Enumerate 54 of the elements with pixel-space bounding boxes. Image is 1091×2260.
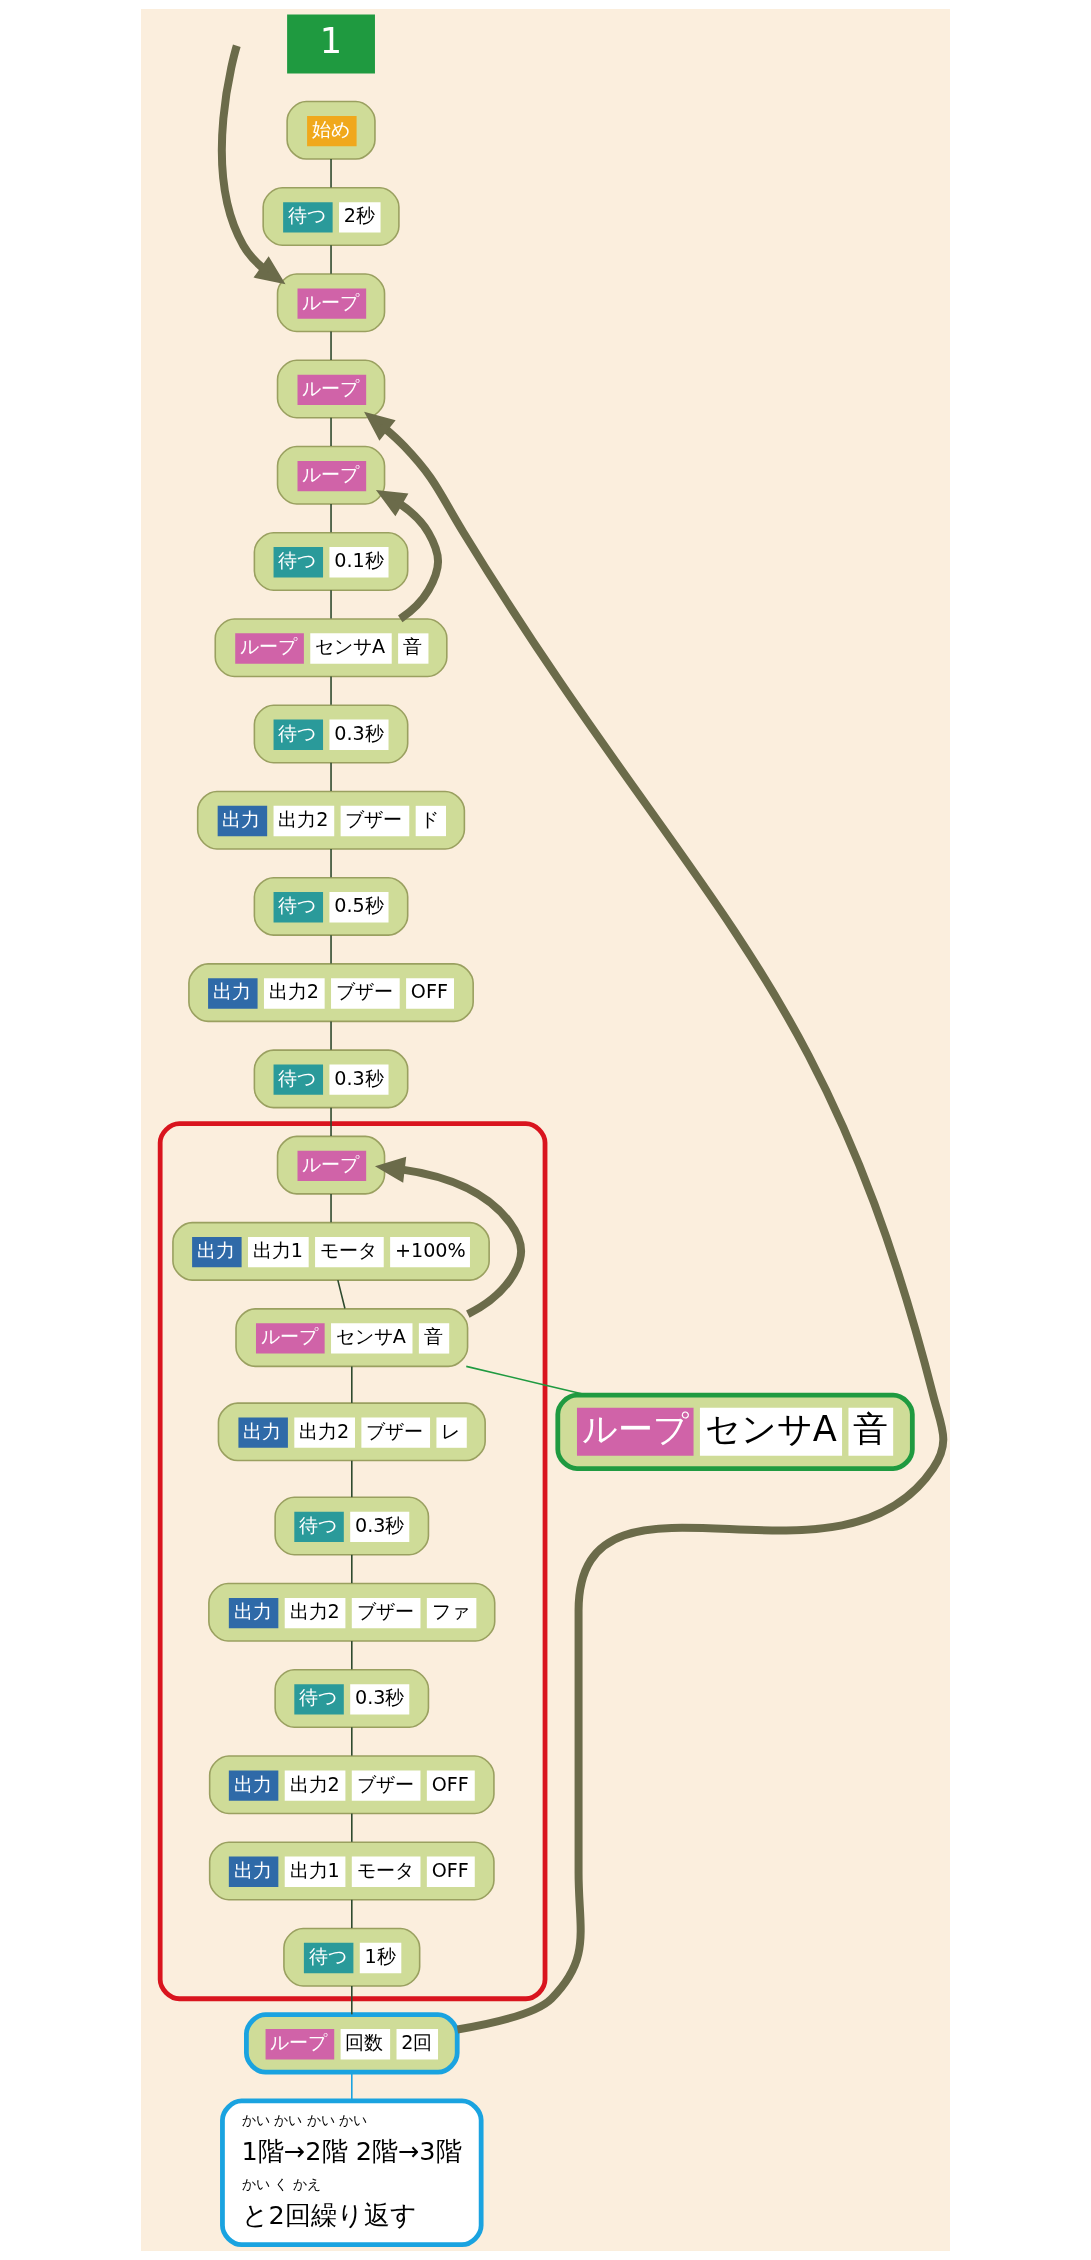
node-box: 始め [286, 100, 376, 160]
node-box: 出力 出力2 ブザー OFF [208, 1755, 495, 1815]
connector [351, 1726, 353, 1757]
connector [330, 330, 332, 361]
node-box: 待つ 1秒 [283, 1927, 421, 1987]
node-box: 待つ 2秒 [262, 187, 400, 247]
node-box: 待つ 0.3秒 [253, 704, 409, 764]
connector [330, 675, 332, 706]
node-box: ループ 回数 2回 [244, 2012, 460, 2075]
node-box: ループ センサA 音 [555, 1392, 915, 1471]
node-box: 待つ 0.5秒 [253, 876, 409, 936]
connector [351, 1365, 353, 1404]
node-box: 待つ 0.1秒 [253, 531, 409, 592]
connector [330, 761, 332, 792]
connector [337, 1279, 346, 1310]
node-box: 出力 出力2 ブザー レ [217, 1402, 486, 1462]
arrow [218, 44, 286, 285]
connector [351, 1899, 353, 1929]
node-box: 出力 出力2 ブザー ド [196, 790, 466, 850]
connector [330, 934, 332, 965]
connector [330, 1106, 332, 1137]
node-box: ループ [276, 359, 386, 419]
arrow [364, 411, 947, 2034]
arrow [375, 490, 442, 623]
connector [330, 503, 332, 534]
connector [330, 244, 332, 275]
connector [351, 1640, 353, 1671]
node-box: 待つ 0.3秒 [274, 1496, 430, 1556]
node-box: 出力 出力1 モータ OFF [208, 1841, 495, 1901]
node-box: 出力 出力1 モータ +100% [172, 1221, 490, 1281]
connector [330, 1020, 332, 1051]
connector [330, 589, 332, 620]
node-box: ループ [276, 1135, 386, 1195]
connector [330, 158, 332, 189]
connector [330, 1193, 332, 1224]
node-box: かい かい かい かい 1階→2階 2階→3階 かい く かえ と2回繰り返す [220, 2098, 484, 2248]
node-box: 出力 出力2 ブザー OFF [188, 963, 474, 1023]
connector [330, 848, 332, 879]
label: 1 [319, 20, 343, 62]
node-box: ループ [276, 445, 386, 505]
cluster [157, 1121, 548, 2002]
arrow [375, 1156, 526, 1318]
connector [351, 2071, 353, 2102]
connector [351, 1985, 353, 2016]
connector [351, 1459, 353, 1498]
node-box: ループ センサA 音 [235, 1308, 469, 1368]
node-box: 待つ 0.3秒 [253, 1049, 409, 1109]
connector [351, 1812, 353, 1843]
node-box: ループ [276, 273, 386, 333]
connector [330, 417, 332, 447]
node-box: ループ センサA 音 [214, 618, 448, 678]
connector [351, 1554, 353, 1584]
node-box: 待つ 0.3秒 [274, 1668, 430, 1729]
node-box: 出力 出力2 ブザー ファ [208, 1582, 496, 1642]
